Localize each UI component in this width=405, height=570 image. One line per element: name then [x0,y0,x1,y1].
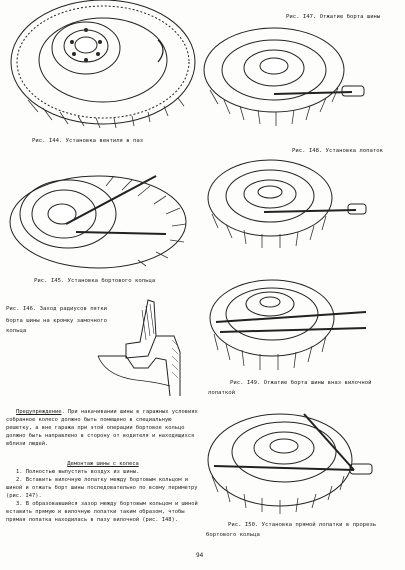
figure-146-caption-line-3: кольца [6,328,27,334]
figure-150-caption-line-1: Рис. I50. Установка прямой лопатки в про… [228,522,377,528]
figure-149-caption-line-2: лопаткой [208,390,235,396]
figure-146-caption-line-2: борта шины на кромку замочного [6,318,108,324]
dismount-section: Демонтаж шины с колеса 1. Полностью выпу… [6,460,200,524]
figure-150-illustration [207,413,373,514]
figure-147-caption: Рис. I47. Отжатие борта шины [286,14,381,20]
figure-145-illustration [9,175,187,269]
figure-146-illustration [97,299,181,396]
dismount-step-1: 1. Полностью выпустить воздух из шины. [16,469,140,475]
figure-145-caption: Рис. I45. Установка бортового кольца [34,278,156,284]
figure-148-caption: Рис. I48. Установка лопаток [292,148,383,154]
figure-144-caption: Рис. I44. Установка вентиля в паз [32,138,144,144]
page-number: 94 [196,552,204,559]
warning-text: . При накачивании шины в гаражных услови… [6,409,198,447]
figure-144-illustration [10,0,196,129]
figure-150-caption-line-2: бортового кольца [206,532,260,538]
dismount-step-3: 3. В образовавшийся зазор между бортовым… [6,501,198,523]
dismount-heading: Демонтаж шины с колеса [67,461,139,467]
figure-147-illustration [203,27,365,126]
warning-label: Предупреждение [16,409,62,415]
figure-148-illustration [207,159,367,248]
figure-146-caption-line-1: Рис. I46. Заход радиусов пятки [6,306,108,312]
warning-paragraph: Предупреждение. При накачивании шины в г… [6,408,200,448]
dismount-step-2: 2. Вставить вилочную лопатку между борто… [6,477,198,499]
figure-149-illustration [209,279,367,370]
figure-149-caption-line-1: Рис. I49. Отжатие борта шины вназ вилочн… [230,380,372,386]
